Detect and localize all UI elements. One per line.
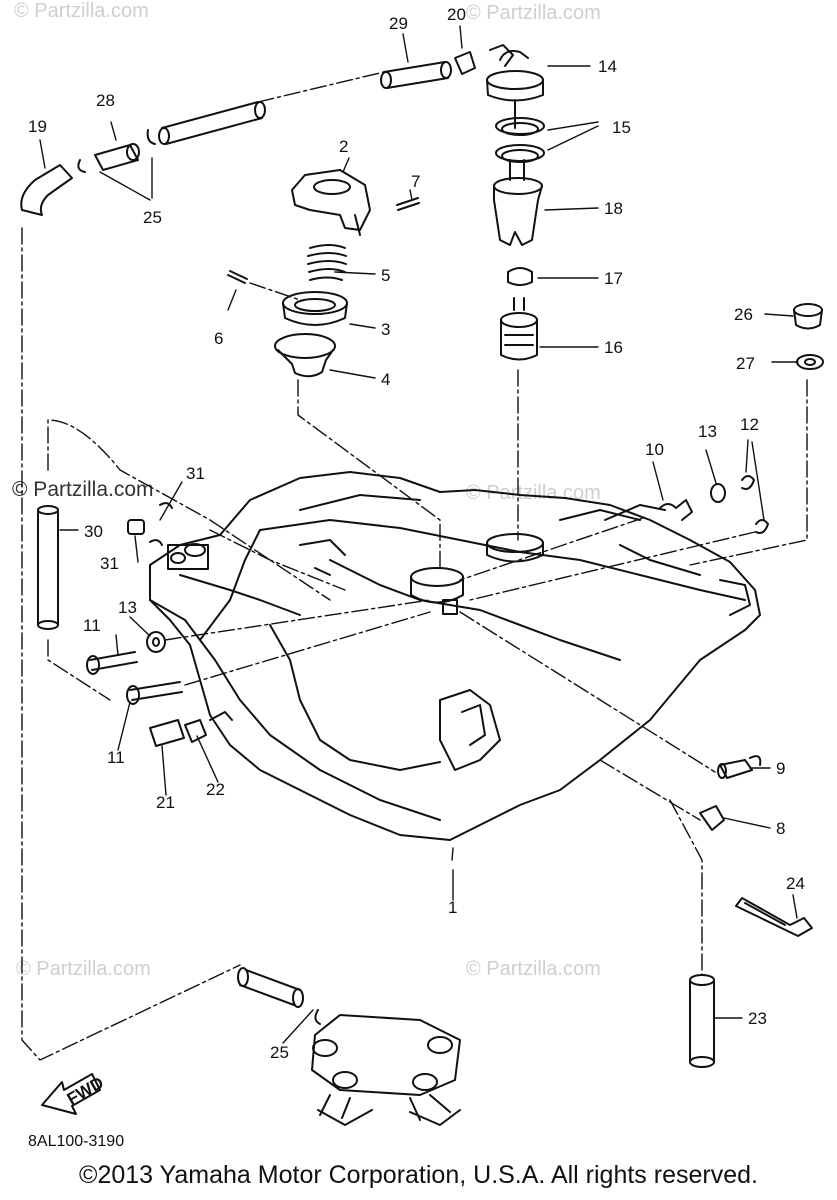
callout: 3 (381, 320, 390, 339)
callout: 1 (448, 898, 457, 917)
cap-assembly (227, 169, 420, 378)
fwd-arrow-icon (41, 1073, 101, 1115)
watermark: © Partzilla.com (466, 2, 601, 24)
watermark: © Partzilla.com (12, 478, 154, 501)
callout: 17 (604, 269, 623, 288)
callout: 24 (786, 874, 805, 893)
callout-numbers: 29 20 14 15 18 17 16 2 7 5 3 4 6 28 19 2… (28, 5, 805, 1062)
diagram-code: 8AL100-3190 (28, 1133, 125, 1150)
hardware (86, 303, 824, 1126)
callout: 26 (734, 305, 753, 324)
callout: 2 (339, 137, 348, 156)
hoses (20, 51, 715, 1068)
callout: 21 (156, 793, 175, 812)
callout: 7 (411, 172, 420, 191)
callout: 14 (598, 57, 617, 76)
callout: 19 (28, 117, 47, 136)
callout: 28 (96, 91, 115, 110)
callout: 20 (447, 5, 466, 24)
fuel-tank (149, 471, 761, 841)
callout: 13 (698, 422, 717, 441)
callout: 8 (776, 819, 785, 838)
callout: 13 (118, 598, 137, 617)
leader-lines (21, 71, 808, 1061)
callout: 18 (604, 199, 623, 218)
callout: 4 (381, 370, 390, 389)
callout: 25 (270, 1043, 289, 1062)
callout: 10 (645, 440, 664, 459)
fuel-pickup (486, 44, 545, 361)
callout: 27 (736, 354, 755, 373)
watermark: © Partzilla.com (16, 958, 151, 980)
callout: 22 (206, 780, 225, 799)
callout: 5 (381, 266, 390, 285)
copyright-notice: ©2013 Yamaha Motor Corporation, U.S.A. A… (79, 1161, 758, 1189)
callout: 31 (100, 554, 119, 573)
callout: 11 (107, 748, 125, 767)
watermark: © Partzilla.com (466, 958, 601, 980)
callout: 31 (186, 464, 205, 483)
callout: 11 (83, 616, 101, 635)
callout: 6 (214, 329, 223, 348)
callout: 15 (612, 118, 631, 137)
callout: 30 (84, 522, 103, 541)
callout: 9 (776, 759, 785, 778)
callout: 25 (143, 208, 162, 227)
watermark: © Partzilla.com (14, 0, 149, 22)
callout: 12 (740, 415, 759, 434)
callout-leaders (39, 25, 799, 1044)
callout: 16 (604, 338, 623, 357)
callout: 23 (748, 1009, 767, 1028)
callout: 29 (389, 14, 408, 33)
